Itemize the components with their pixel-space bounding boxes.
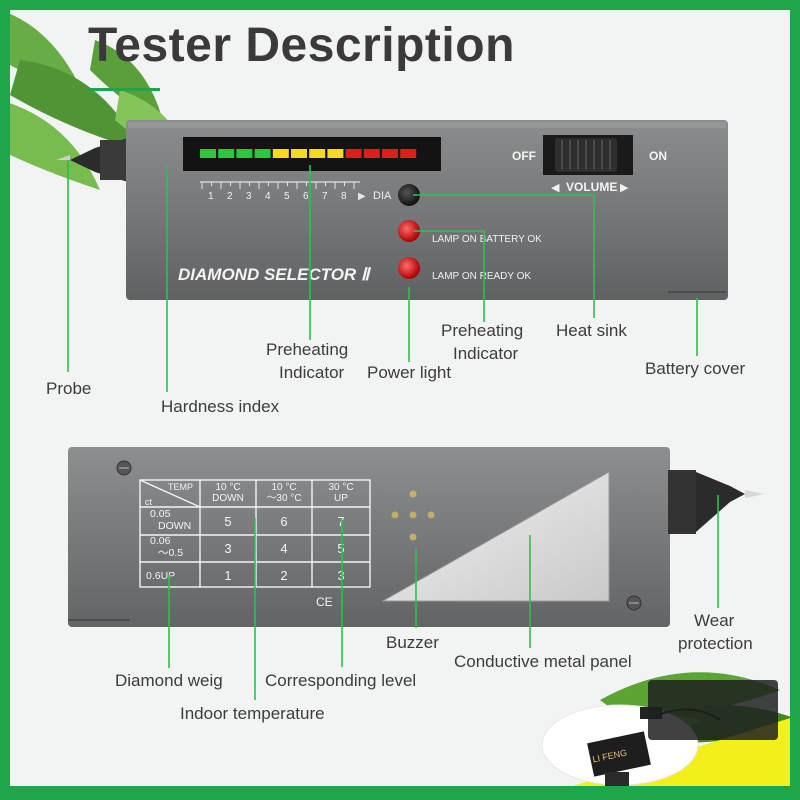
label-hardness-index: Hardness index: [161, 397, 280, 416]
label-heat-sink: Heat sink: [556, 321, 627, 340]
led-segment: [382, 149, 398, 158]
led-segment: [291, 149, 307, 158]
label-indoor-temperature: Indoor temperature: [180, 704, 325, 723]
scale-number: 7: [322, 191, 328, 202]
label-diamond-weight: Diamond weig: [115, 671, 223, 690]
table-row-header: 0.06: [150, 535, 171, 547]
table-cell: 5: [337, 541, 344, 556]
ready-led: [398, 257, 420, 279]
scale-number: 2: [227, 191, 233, 202]
table-corner-ct: ct: [145, 497, 153, 507]
conductive-metal-panel: [381, 471, 610, 602]
switch-off-text: OFF: [512, 149, 536, 163]
page-title: Tester Description: [88, 19, 515, 72]
dia-label: DIA: [373, 190, 392, 202]
led-segment: [200, 149, 216, 158]
label-power-light: Power light: [367, 363, 452, 382]
top-device-illustration: 1 2 3 4 5 6 7 8 ▶ DIA LAMP ON BATTERY OK LAMP O…: [56, 120, 728, 300]
table-corner-temp: TEMP: [168, 482, 193, 492]
led-segment: [272, 149, 289, 158]
svg-text:▶: ▶: [358, 191, 366, 202]
svg-text:▶: ▶: [620, 182, 629, 194]
label-buzzer: Buzzer: [386, 633, 439, 652]
lamp-battery-text: LAMP ON BATTERY OK: [432, 234, 542, 245]
table-col-header: UP: [334, 493, 348, 504]
table-col-header: ～30 °C: [266, 493, 301, 504]
brand-text: DIAMOND SELECTOR Ⅱ: [178, 265, 372, 284]
buzzer-holes: [391, 490, 435, 541]
battery-led: [398, 220, 420, 242]
table-cell: 5: [224, 514, 231, 529]
label-conductive-panel: Conductive metal panel: [454, 652, 632, 671]
label-wear-protection-line2: protection: [678, 634, 753, 653]
table-cell: 4: [280, 541, 287, 556]
table-cell: 1: [224, 568, 231, 583]
table-cell: 7: [337, 514, 344, 529]
table-cell: 3: [224, 541, 231, 556]
probe-tip-right: [668, 470, 765, 534]
scale-number: 6: [303, 191, 309, 202]
label-corresponding-level: Corresponding level: [265, 671, 417, 690]
volume-text: VOLUME: [566, 180, 617, 194]
led-segment: [254, 149, 271, 158]
lamp-ready-text: LAMP ON READY OK: [432, 271, 531, 282]
table-row-header: 0.6UP: [146, 570, 175, 582]
label-battery-cover: Battery cover: [645, 359, 746, 378]
scale-number: 3: [246, 191, 252, 202]
label-probe: Probe: [46, 379, 92, 398]
scale-number: 5: [284, 191, 290, 202]
label-preheating-left-line1: Preheating: [266, 340, 349, 359]
scale-number: 4: [265, 191, 271, 202]
table-row-header: DOWN: [158, 520, 191, 532]
dia-led: [398, 184, 420, 206]
table-col-header: 10 °C: [215, 482, 240, 493]
led-segment: [327, 149, 344, 158]
led-segment: [363, 149, 380, 158]
scale-number: 1: [208, 191, 214, 202]
table-cell: 3: [337, 568, 344, 583]
table-col-header: 10 °C: [271, 482, 296, 493]
table-row-header: ～0.5: [158, 547, 183, 559]
label-preheating-right-line2: Indicator: [453, 344, 519, 363]
led-segment: [309, 149, 326, 158]
probe-tip: [56, 138, 128, 182]
led-segment: [236, 149, 253, 158]
led-bar-segments: [200, 149, 417, 158]
title-underline: [88, 88, 160, 91]
table-col-header: 30 °C: [328, 482, 353, 493]
table-col-header: DOWN: [212, 493, 244, 504]
switch-on-text: ON: [649, 149, 667, 163]
led-segment: [218, 149, 235, 158]
table-cell: 6: [280, 514, 287, 529]
svg-text:◀: ◀: [551, 182, 560, 194]
label-preheating-left-line2: Indicator: [279, 363, 345, 382]
scale-number: 8: [341, 191, 347, 202]
led-segment: [345, 149, 362, 158]
label-preheating-right-line1: Preheating: [441, 321, 524, 340]
table-cell: 2: [280, 568, 287, 583]
led-segment: [400, 149, 417, 158]
ce-mark: CE: [316, 595, 333, 609]
table-row-header: 0.05: [150, 508, 171, 520]
label-wear-protection-line1: Wear: [694, 611, 735, 630]
